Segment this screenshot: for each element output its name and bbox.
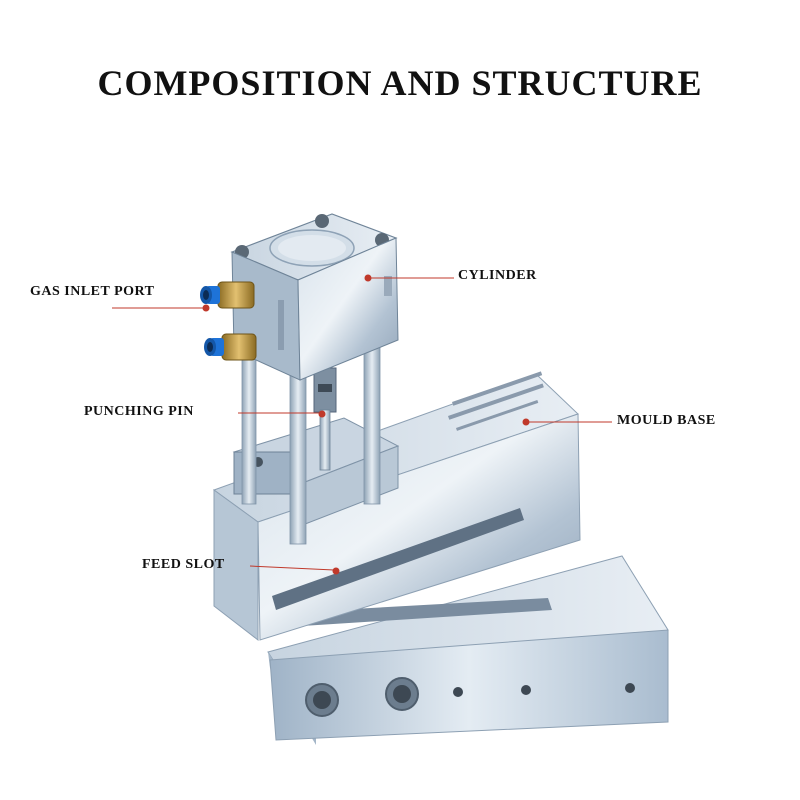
gas-inlet-fittings	[200, 281, 257, 361]
marker-gas-inlet	[202, 304, 210, 312]
label-feed-slot: FEED SLOT	[142, 557, 225, 572]
fitting-lower	[204, 333, 257, 361]
callout-lines	[112, 274, 612, 575]
mounting-hole-2	[521, 685, 531, 695]
label-punching-pin: PUNCHING PIN	[84, 404, 194, 419]
feed-slot-groove	[272, 508, 524, 610]
lower-feed-groove	[300, 598, 552, 626]
mounting-hole-3	[625, 683, 635, 693]
label-mould-base: MOULD BASE	[617, 413, 716, 428]
page-title: COMPOSITION AND STRUCTURE	[97, 63, 703, 103]
label-cylinder: CYLINDER	[458, 268, 537, 283]
marker-punching-pin	[318, 410, 326, 418]
marker-feed-slot	[332, 567, 340, 575]
mounting-hole-1	[453, 687, 463, 697]
fitting-upper	[200, 281, 255, 309]
marker-mould-base	[522, 418, 530, 426]
leader-feed-slot	[249, 565, 335, 571]
marker-cylinder	[364, 274, 372, 282]
label-gas-inlet-port: GAS INLET PORT	[30, 284, 155, 299]
punch-holder	[232, 417, 400, 527]
lower-block	[267, 555, 669, 745]
engraved-text	[447, 371, 544, 431]
guide-rods	[241, 339, 381, 545]
